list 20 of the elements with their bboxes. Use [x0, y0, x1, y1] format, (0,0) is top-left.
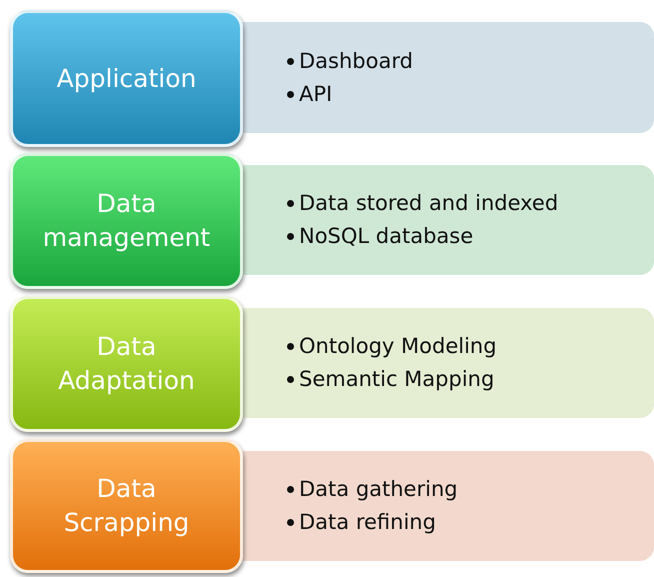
layer-title-box [10, 296, 243, 432]
bullet-item: Dashboard [299, 48, 413, 74]
layer-detail-panel [243, 451, 654, 561]
layer-title-box [10, 439, 243, 573]
layer-title: Application [56, 62, 196, 94]
layer-detail-panel [243, 165, 654, 275]
bullet-item: Data gathering [299, 476, 458, 503]
bullet-item: API [299, 80, 332, 108]
layer-title-box [10, 153, 243, 289]
bullet-item: Semantic Mapping [299, 366, 494, 393]
layer-title: Data Scrapping [62, 473, 190, 539]
layer-title-box [10, 10, 243, 147]
layer-title: Data management [42, 188, 212, 254]
bullet-item: Data refining [299, 509, 436, 536]
layer-detail-panel [243, 22, 654, 133]
layer-title: Data Adaptation [57, 331, 196, 397]
layer-detail-panel [243, 308, 654, 418]
bullet-item: Data stored and indexed [299, 190, 558, 217]
bullet-item: NoSQL database [299, 223, 474, 250]
bullet-item: Ontology Modeling [299, 333, 497, 360]
